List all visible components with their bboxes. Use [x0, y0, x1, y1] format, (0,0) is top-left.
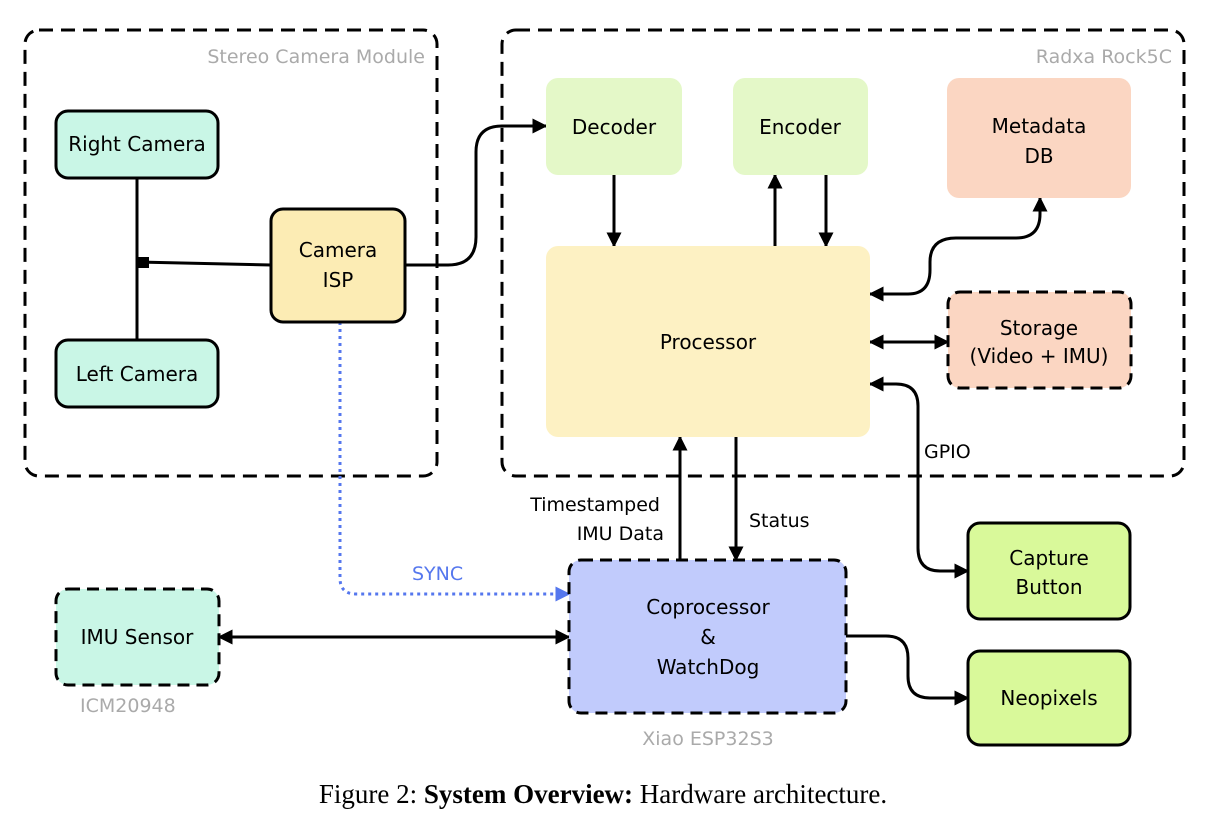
encoder-label: Encoder: [759, 115, 842, 139]
imu-sensor-label: IMU Sensor: [81, 625, 194, 649]
metadata-db-block: Metadata DB: [947, 78, 1131, 198]
capture-button-line2: Button: [1016, 575, 1083, 599]
camera-isp-line1: Camera: [299, 238, 378, 262]
caption-prefix: Figure 2:: [319, 779, 424, 809]
decoder-block: Decoder: [546, 78, 682, 175]
coprocessor-line2: &: [700, 625, 716, 649]
coprocessor-line3: WatchDog: [657, 655, 760, 679]
icm20948-label: ICM20948: [80, 695, 176, 717]
left-camera-label: Left Camera: [76, 362, 198, 386]
capture-button-block: Capture Button: [966, 521, 1132, 621]
xiao-esp32s3-label: Xiao ESP32S3: [642, 728, 773, 750]
figure-caption: Figure 2: System Overview: Hardware arch…: [319, 779, 887, 809]
status-label: Status: [749, 510, 810, 532]
coprocessor-block: Coprocessor & WatchDog: [567, 558, 848, 715]
processor-metadata-arrow: [868, 196, 1048, 302]
camera-isp-block: Camera ISP: [269, 207, 407, 324]
capture-button-line1: Capture: [1009, 546, 1089, 570]
coprocessor-line1: Coprocessor: [646, 595, 770, 619]
metadata-db-line2: DB: [1024, 144, 1053, 168]
coprocessor-to-neopixels-arrow: [846, 634, 970, 706]
left-camera-block: Left Camera: [54, 338, 220, 409]
isp-to-decoder-arrow: [405, 118, 548, 267]
timestamped-label-line2: IMU Data: [577, 523, 664, 545]
imu-sensor-block: IMU Sensor: [54, 587, 221, 687]
decoder-label: Decoder: [572, 115, 657, 139]
radxa-rock5c-group: [500, 28, 1186, 478]
gpio-label: GPIO: [924, 441, 971, 463]
caption-bold: System Overview:: [424, 779, 633, 809]
sync-line: [338, 322, 571, 602]
processor-block: Processor: [546, 246, 870, 437]
storage-line2: (Video + IMU): [970, 344, 1109, 368]
camera-bus: [135, 178, 272, 340]
encoder-block: Encoder: [733, 78, 868, 175]
metadata-db-line1: Metadata: [992, 114, 1087, 138]
storage-line1: Storage: [1000, 316, 1078, 340]
camera-isp-line2: ISP: [323, 268, 354, 292]
processor-capture-gpio-arrow: [868, 376, 970, 579]
neopixels-label: Neopixels: [1000, 686, 1097, 710]
stereo-camera-module-group: [23, 28, 439, 478]
neopixels-block: Neopixels: [966, 649, 1132, 747]
right-camera-label: Right Camera: [68, 132, 206, 156]
right-camera-block: Right Camera: [54, 109, 220, 180]
storage-block: Storage (Video + IMU): [946, 290, 1133, 390]
processor-label: Processor: [660, 330, 757, 354]
sync-label: SYNC: [412, 563, 463, 585]
stereo-camera-module-label: Stereo Camera Module: [207, 46, 425, 68]
timestamped-label-line1: Timestamped: [529, 494, 660, 516]
caption-rest: Hardware architecture.: [633, 779, 887, 809]
radxa-rock5c-label: Radxa Rock5C: [1036, 46, 1172, 68]
